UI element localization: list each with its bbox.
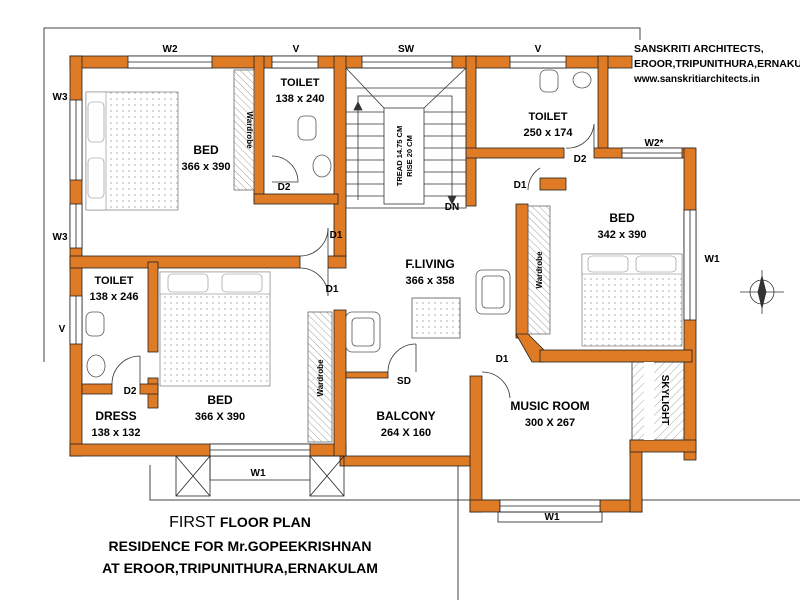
- doors: [111, 123, 595, 399]
- lower-boundary: [149, 465, 480, 501]
- label-w1-music: W1: [545, 512, 560, 523]
- bed-furniture: [85, 91, 683, 387]
- toilet-fixtures: [85, 69, 592, 378]
- room-toilet2-name: TOILET: [529, 111, 568, 123]
- wardrobe-label-1: Wardrobe: [245, 111, 254, 149]
- stair-tread-label: TREAD 14.75 CM: [395, 126, 404, 186]
- room-balcony-name: BALCONY: [376, 409, 435, 423]
- location-line: AT EROOR,TRIPUNITHURA,ERNAKULAM: [102, 560, 378, 576]
- room-toilet3-size: 138 x 246: [90, 291, 139, 303]
- label-w1-right: W1: [705, 254, 720, 265]
- label-v-left: V: [59, 324, 66, 335]
- compass-icon: [740, 270, 784, 314]
- room-bed2-name: BED: [609, 211, 635, 225]
- label-sw: SW: [398, 44, 415, 55]
- label-v-top1: V: [293, 44, 300, 55]
- firm-name: SANSKRITI ARCHITECTS,: [634, 43, 764, 55]
- plan-title-rest: FLOOR PLAN: [219, 514, 311, 530]
- room-bed2-size: 342 x 390: [598, 229, 647, 241]
- label-d2-b: D2: [124, 386, 137, 397]
- wardrobes: [233, 69, 551, 443]
- window-openings: [69, 55, 697, 513]
- stair-rise-label: RISE 20 CM: [405, 135, 414, 177]
- room-balcony-size: 264 X 160: [381, 427, 431, 439]
- firm-website: www.sanskritiarchitects.in: [634, 74, 760, 85]
- label-w2-right: W2*: [645, 138, 664, 149]
- room-bed3-size: 366 X 390: [195, 411, 245, 423]
- room-toilet2-size: 250 x 174: [524, 127, 574, 139]
- label-d1-d: D1: [496, 354, 509, 365]
- label-d2-a: D2: [278, 182, 291, 193]
- room-bed1-size: 366 x 390: [182, 161, 231, 173]
- skylight-label: SKYLIGHT: [659, 375, 670, 426]
- architect-firm-block: SANSKRITI ARCHITECTS, EROOR,TRIPUNITHURA…: [634, 42, 800, 87]
- wardrobe-label-2: Wardrobe: [316, 359, 325, 397]
- room-dress-size: 138 x 132: [92, 427, 141, 439]
- room-toilet1-name: TOILET: [281, 77, 320, 89]
- wardrobe-label-3: Wardrobe: [535, 251, 544, 289]
- room-music-name: MUSIC ROOM: [510, 399, 589, 413]
- window-sills: [175, 455, 603, 523]
- firm-address: EROOR,TRIPUNITHURA,ERNAKU: [634, 58, 800, 70]
- label-w3-a: W3: [53, 92, 68, 103]
- staircase: [345, 67, 467, 209]
- room-dress-name: DRESS: [95, 409, 136, 423]
- room-living-size: 366 x 358: [406, 275, 455, 287]
- label-d1-c: D1: [514, 180, 527, 191]
- plot-boundary: [43, 27, 641, 362]
- living-furniture: [345, 269, 511, 353]
- label-w2-top: W2: [163, 44, 178, 55]
- label-sd: SD: [397, 376, 411, 387]
- label-w1-bottom: W1: [251, 468, 266, 479]
- room-toilet3-name: TOILET: [95, 275, 134, 287]
- label-d1-b: D1: [326, 284, 339, 295]
- room-living-name: F.LIVING: [405, 257, 454, 271]
- plan-title-first: FIRST: [169, 514, 216, 531]
- room-bed3-name: BED: [207, 393, 233, 407]
- label-v-top2: V: [535, 44, 542, 55]
- skylight-area: [631, 361, 685, 441]
- room-music-size: 300 X 267: [525, 417, 575, 429]
- plan-title: FIRST FLOOR PLAN: [40, 514, 440, 532]
- opening-labels: W2 V SW V W3 W3 V W2* W1 W1 W1 D1 D1 D1 …: [53, 44, 720, 523]
- room-toilet1-size: 138 x 240: [276, 93, 325, 105]
- label-d1-a: D1: [330, 230, 343, 241]
- room-bed1-name: BED: [193, 143, 219, 157]
- label-w3-b: W3: [53, 232, 68, 243]
- label-d2-c: D2: [574, 154, 587, 165]
- residence-line: RESIDENCE FOR Mr.GOPEEKRISHNAN: [108, 538, 372, 554]
- label-dn: DN: [445, 202, 459, 213]
